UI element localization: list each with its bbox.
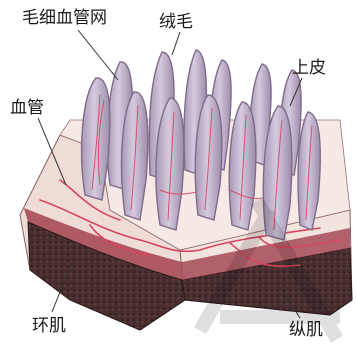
label-longitudinal-muscle: 纵肌 bbox=[289, 322, 323, 339]
label-blood-vessel: 血管 bbox=[10, 100, 44, 117]
label-villus: 绒毛 bbox=[159, 14, 193, 31]
label-circular-muscle: 环肌 bbox=[32, 318, 66, 335]
label-epithelium: 上皮 bbox=[292, 60, 326, 77]
label-capillary-network: 毛细血管网 bbox=[22, 10, 107, 27]
